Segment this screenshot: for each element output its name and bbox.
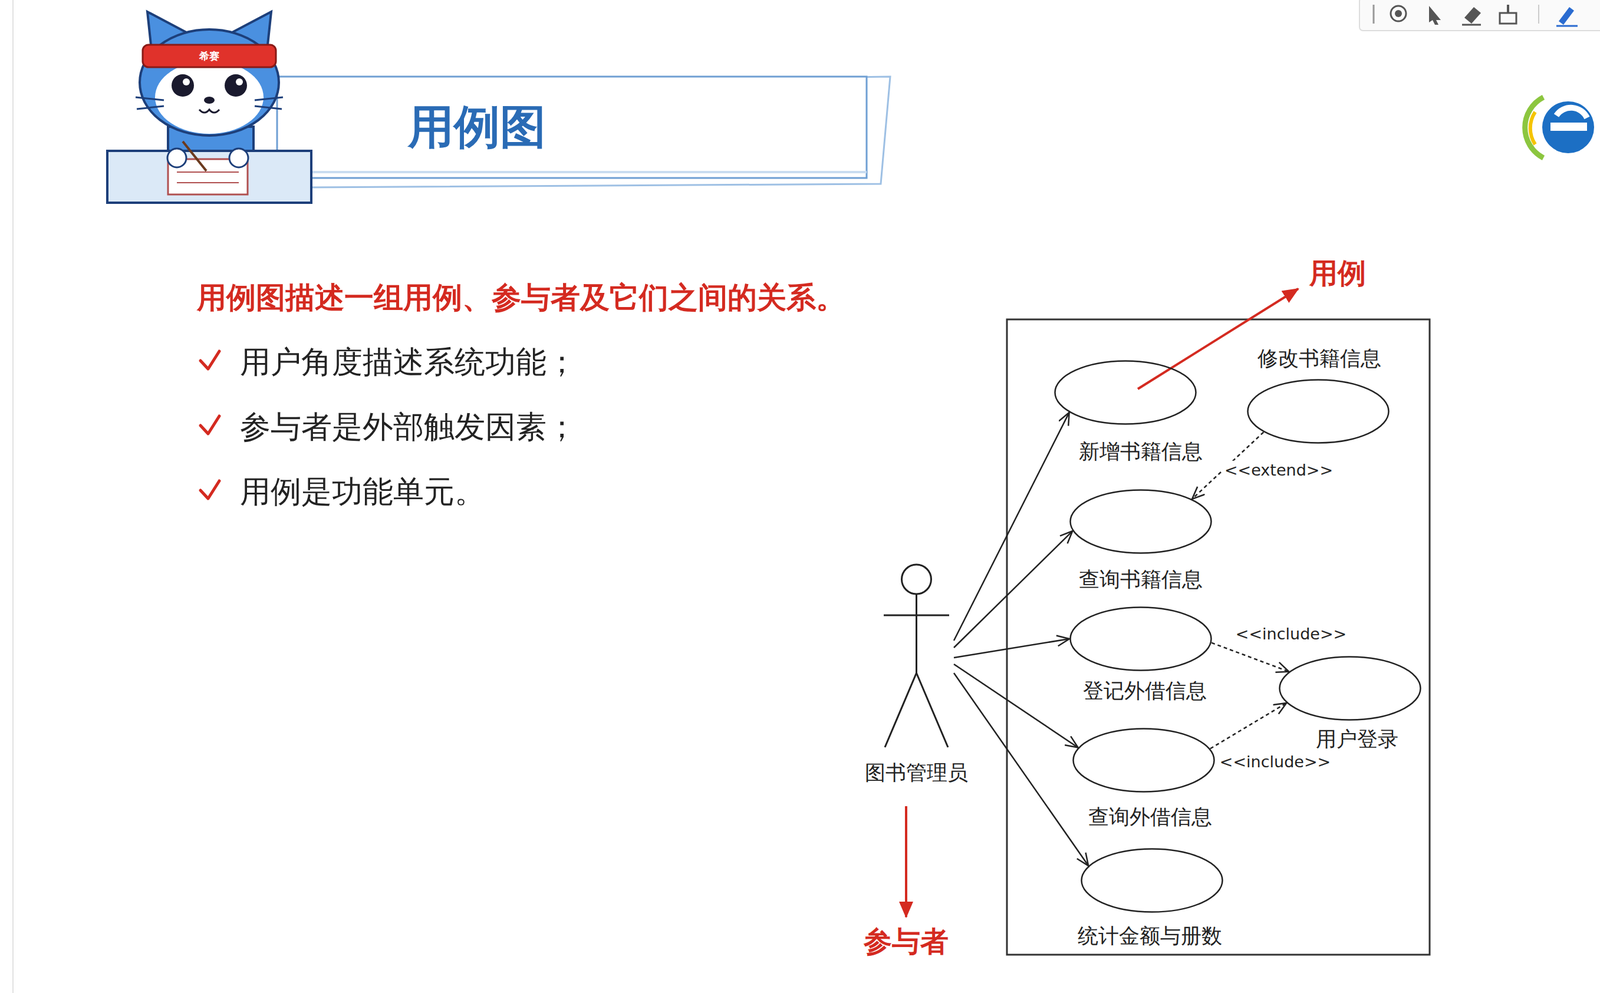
- association-arrow: [953, 664, 1079, 749]
- ellipse-outline: [1069, 489, 1213, 555]
- ellipse-outline: [1069, 606, 1213, 672]
- ellipse-outline: [1246, 379, 1390, 444]
- callout-label: 用例: [1309, 256, 1366, 291]
- stereotype-label: <<include>>: [1217, 752, 1333, 772]
- actor-name: 图书管理员: [862, 760, 971, 786]
- heading-text: 用例图描述一组用例、参与者及它们之间的关系。: [196, 280, 846, 316]
- use-case-ellipse: 登记外借信息: [1069, 606, 1213, 672]
- use-case-name: 登记外借信息: [1080, 678, 1210, 704]
- title-banner: [277, 76, 891, 188]
- callout-label: 参与者: [863, 924, 949, 960]
- use-case-name: 查询书籍信息: [1076, 567, 1206, 592]
- dependency-arrow: [1211, 643, 1289, 673]
- stereotype-label: <<include>>: [1233, 624, 1349, 644]
- use-case-ellipse: 修改书籍信息: [1246, 379, 1390, 444]
- association-arrow: [953, 673, 1089, 867]
- ellipse-outline: [1278, 656, 1422, 722]
- ellipse-outline: [1072, 728, 1216, 793]
- use-case-ellipse: 查询外借信息: [1072, 728, 1216, 793]
- system-boundary: [1006, 319, 1430, 956]
- use-case-name: 查询外借信息: [1085, 804, 1215, 830]
- actor-figure: 图书管理员: [883, 564, 950, 748]
- use-case-ellipse: 用户登录: [1278, 656, 1422, 722]
- check-mark: [200, 351, 220, 499]
- ellipse-outline: [1054, 360, 1197, 426]
- use-case-ellipse: 新增书籍信息: [1054, 360, 1197, 426]
- callout-arrow: [904, 806, 908, 918]
- use-case-name: 修改书籍信息: [1255, 346, 1384, 371]
- toolbar: [1359, 0, 1600, 31]
- use-case-ellipse: 统计金额与册数: [1080, 848, 1224, 914]
- page-edge: [12, 0, 14, 993]
- stereotype-label: <<extend>>: [1222, 461, 1335, 480]
- use-case-ellipse: 查询书籍信息: [1069, 489, 1213, 555]
- cat-mascot: [107, 11, 312, 203]
- ellipse-outline: [1080, 848, 1224, 914]
- association-arrow: [953, 639, 1070, 658]
- bullet-text: 用户角度描述系统功能；: [239, 343, 578, 381]
- bullet-text: 用例是功能单元。: [239, 473, 486, 510]
- use-case-name: 统计金额与册数: [1075, 923, 1225, 949]
- bullet-text: 参与者是外部触发因素；: [239, 408, 578, 446]
- association-arrow: [953, 531, 1073, 648]
- headband-text: 希赛: [199, 50, 220, 62]
- dependency-arrow: [1210, 703, 1287, 749]
- association-arrow: [953, 412, 1070, 641]
- use-case-name: 用户登录: [1313, 726, 1401, 752]
- logo: [1525, 97, 1595, 158]
- use-case-name: 新增书籍信息: [1076, 439, 1206, 464]
- callout-arrow: [1137, 288, 1299, 390]
- stick-figure: [883, 564, 950, 748]
- slide-title: 用例图: [407, 99, 546, 156]
